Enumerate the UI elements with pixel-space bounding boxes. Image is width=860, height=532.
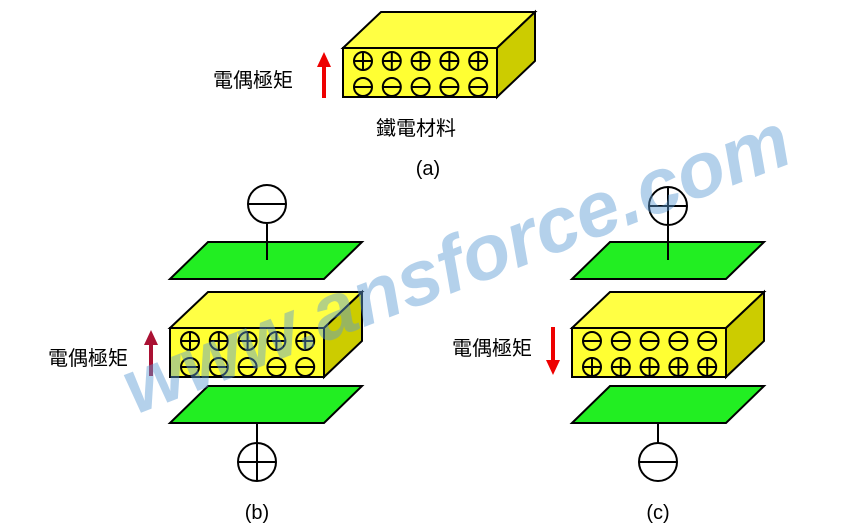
panel-a-dipole-arrow-icon <box>317 52 331 98</box>
arrow-head <box>144 330 158 345</box>
panel-c-bottom-electrode-plate <box>569 385 767 424</box>
panel-a-crystal-charge-plus-icon <box>468 51 489 71</box>
panel-a-crystal-charge-plus-icon <box>439 51 460 71</box>
panel-c-dipole-label: 電偶極矩 <box>452 336 532 360</box>
panel-b-crystal-charge-plus-icon <box>208 331 229 351</box>
panel-b-crystal-charge-minus-icon <box>208 357 229 377</box>
panel-a-crystal-charge-minus-icon <box>381 77 402 97</box>
panel-a-crystal-charge-plus-icon <box>353 51 373 71</box>
panel-b-crystal-charge-minus-icon <box>266 357 287 377</box>
panel-a-material-label: 鐵電材料 <box>376 116 456 140</box>
panel-a-crystal-charge-plus-icon <box>410 51 431 71</box>
panel-b-crystal-charge-minus-icon <box>237 357 258 377</box>
panel-c-crystal-charge-minus-icon <box>582 331 602 351</box>
panel-c-crystal-charge-minus-icon <box>639 331 660 351</box>
panel-a-crystal-charge-minus-icon <box>468 77 489 97</box>
panel-b-bottom-electrode-plus-icon <box>237 442 277 482</box>
panel-c-bottom-electrode-minus-icon <box>638 442 678 482</box>
panel-a-caption: (a) <box>416 158 440 180</box>
panel-a-crystal-charge-plus-icon <box>381 51 402 71</box>
panel-b-top-electrode-plate <box>167 241 365 280</box>
panel-c-dipole-arrow-icon <box>546 327 560 375</box>
arrow-head <box>317 52 331 67</box>
panel-b-crystal-charge-plus-icon <box>180 331 200 351</box>
panel-c-crystal-charge-minus-icon <box>697 331 718 351</box>
panel-b-crystal-charge-plus-icon <box>266 331 287 351</box>
panel-c-caption: (c) <box>646 502 669 524</box>
panel-b-dipole-label: 電偶極矩 <box>48 346 128 370</box>
panel-a-crystal-charge-minus-icon <box>353 77 373 97</box>
panel-c-crystal-charge-plus-icon <box>668 357 689 377</box>
panel-b-crystal-charge-minus-icon <box>295 357 316 377</box>
panel-a-dipole-label: 電偶極矩 <box>213 68 293 92</box>
arrow-head <box>546 360 560 375</box>
panel-a-crystal-charge-minus-icon <box>439 77 460 97</box>
panel-b-caption: (b) <box>245 502 269 524</box>
panel-b-bottom-electrode-plate <box>167 385 365 424</box>
panel-c-crystal-charge-minus-icon <box>668 331 689 351</box>
panel-c-crystal-charge-plus-icon <box>697 357 718 377</box>
panel-a-crystal-charge-minus-icon <box>410 77 431 97</box>
panel-b-crystal-charge-plus-icon <box>237 331 258 351</box>
panel-b-dipole-arrow-icon <box>144 330 158 376</box>
panel-c-top-electrode-plus-icon <box>648 186 688 226</box>
panel-b-top-electrode-minus-icon <box>247 184 287 224</box>
panel-c-crystal-charge-plus-icon <box>582 357 602 377</box>
panel-c-top-electrode-plate <box>569 241 767 280</box>
panel-c-crystal-charge-plus-icon <box>639 357 660 377</box>
panel-c-crystal-charge-plus-icon <box>610 357 631 377</box>
panel-b-crystal-charge-plus-icon <box>295 331 316 351</box>
panel-b-crystal-charge-minus-icon <box>180 357 200 377</box>
panel-c-crystal-charge-minus-icon <box>610 331 631 351</box>
